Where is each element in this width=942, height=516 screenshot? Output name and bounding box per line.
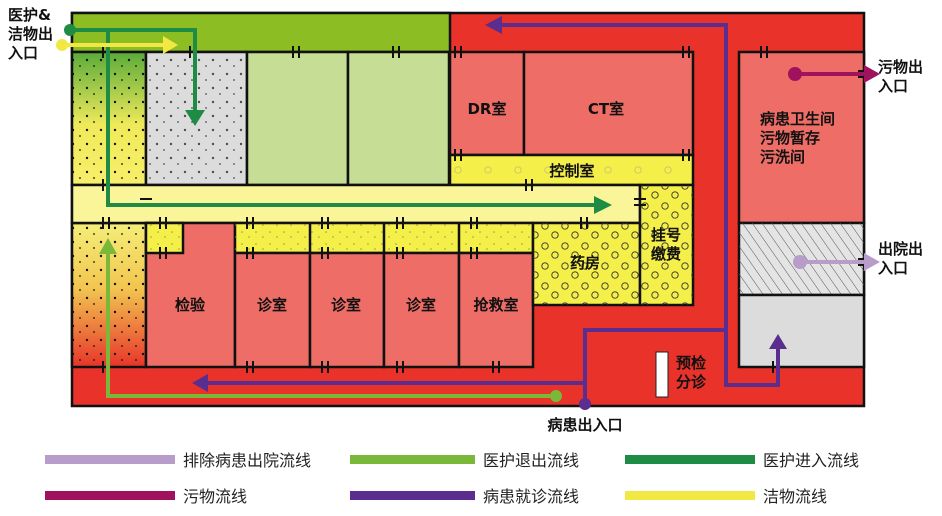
arrow-up-icon: [99, 238, 117, 254]
dr-room-label: DR室: [467, 100, 506, 118]
ct-room: [522, 50, 695, 157]
discharge-dot: [793, 255, 807, 269]
sanitary-room: [737, 50, 866, 225]
clinic-2-label: 诊室: [331, 296, 361, 314]
light-green-line-icon: [350, 455, 475, 464]
legend-label: 排除病患出院流线: [183, 451, 311, 470]
arrow-right-icon: [594, 196, 612, 214]
legend-label: 医护进入流线: [763, 451, 859, 470]
legend-label: 洁物流线: [763, 487, 827, 506]
clinic-3-label: 诊室: [406, 296, 436, 314]
gray-room-right: [737, 293, 866, 369]
lab-label: 检验: [175, 296, 206, 314]
staff-enter-dot: [64, 24, 76, 36]
waste-dot: [788, 67, 802, 81]
discharge-entrance-label: 出院出入口: [878, 240, 923, 277]
arrow-left-icon: [192, 374, 208, 392]
arrow-left-icon: [485, 16, 502, 34]
arrow-down-icon: [185, 110, 205, 126]
arrow-right-icon: [163, 36, 178, 54]
green-room-1: [245, 50, 350, 187]
magenta-line-icon: [45, 491, 175, 500]
control-room-label: 控制室: [549, 162, 594, 180]
staff-enter-flow: [70, 28, 197, 110]
sanitary-room-label: 病患卫生间污物暂存污洗间: [760, 110, 835, 166]
patient-dot: [579, 398, 591, 410]
staff-enter-flow-corridor: [106, 30, 596, 207]
clinic-1-label: 诊室: [257, 296, 287, 314]
triage-label: 预检分诊: [676, 354, 707, 391]
lavender-line-icon: [45, 455, 175, 464]
green-room-2: [346, 50, 451, 187]
arrow-right-icon: [864, 65, 880, 83]
patient-entrance-label: 病患出入口: [547, 416, 622, 434]
triage-desk: [655, 351, 669, 398]
legend-label: 污物流线: [183, 487, 247, 506]
staff-exit-flow: [106, 252, 556, 398]
emergency-label: 抢救室: [473, 296, 518, 314]
registration-label: 挂号缴费: [651, 226, 681, 263]
arrow-right-icon: [864, 253, 880, 271]
yellow-line-icon: [625, 491, 755, 500]
clinic-room-2: [308, 251, 386, 369]
patient-flow-east: [724, 330, 780, 387]
pharmacy-label: 药房: [570, 254, 600, 272]
ct-room-label: CT室: [588, 100, 624, 118]
waste-entrance-label: 污物出入口: [878, 58, 923, 95]
legend-label: 医护退出流线: [483, 451, 579, 470]
staff-clean-entrance-label: 医护&洁物出入口: [8, 6, 53, 62]
arrow-up-icon: [769, 334, 787, 349]
clean-dot: [56, 39, 68, 51]
legend-label: 病患就诊流线: [483, 487, 579, 506]
clinic-room-1: [233, 251, 312, 369]
staff-exit-dot: [550, 390, 562, 402]
purple-line-icon: [350, 491, 475, 500]
dark-green-line-icon: [625, 455, 755, 464]
emergency-room: [457, 251, 535, 369]
